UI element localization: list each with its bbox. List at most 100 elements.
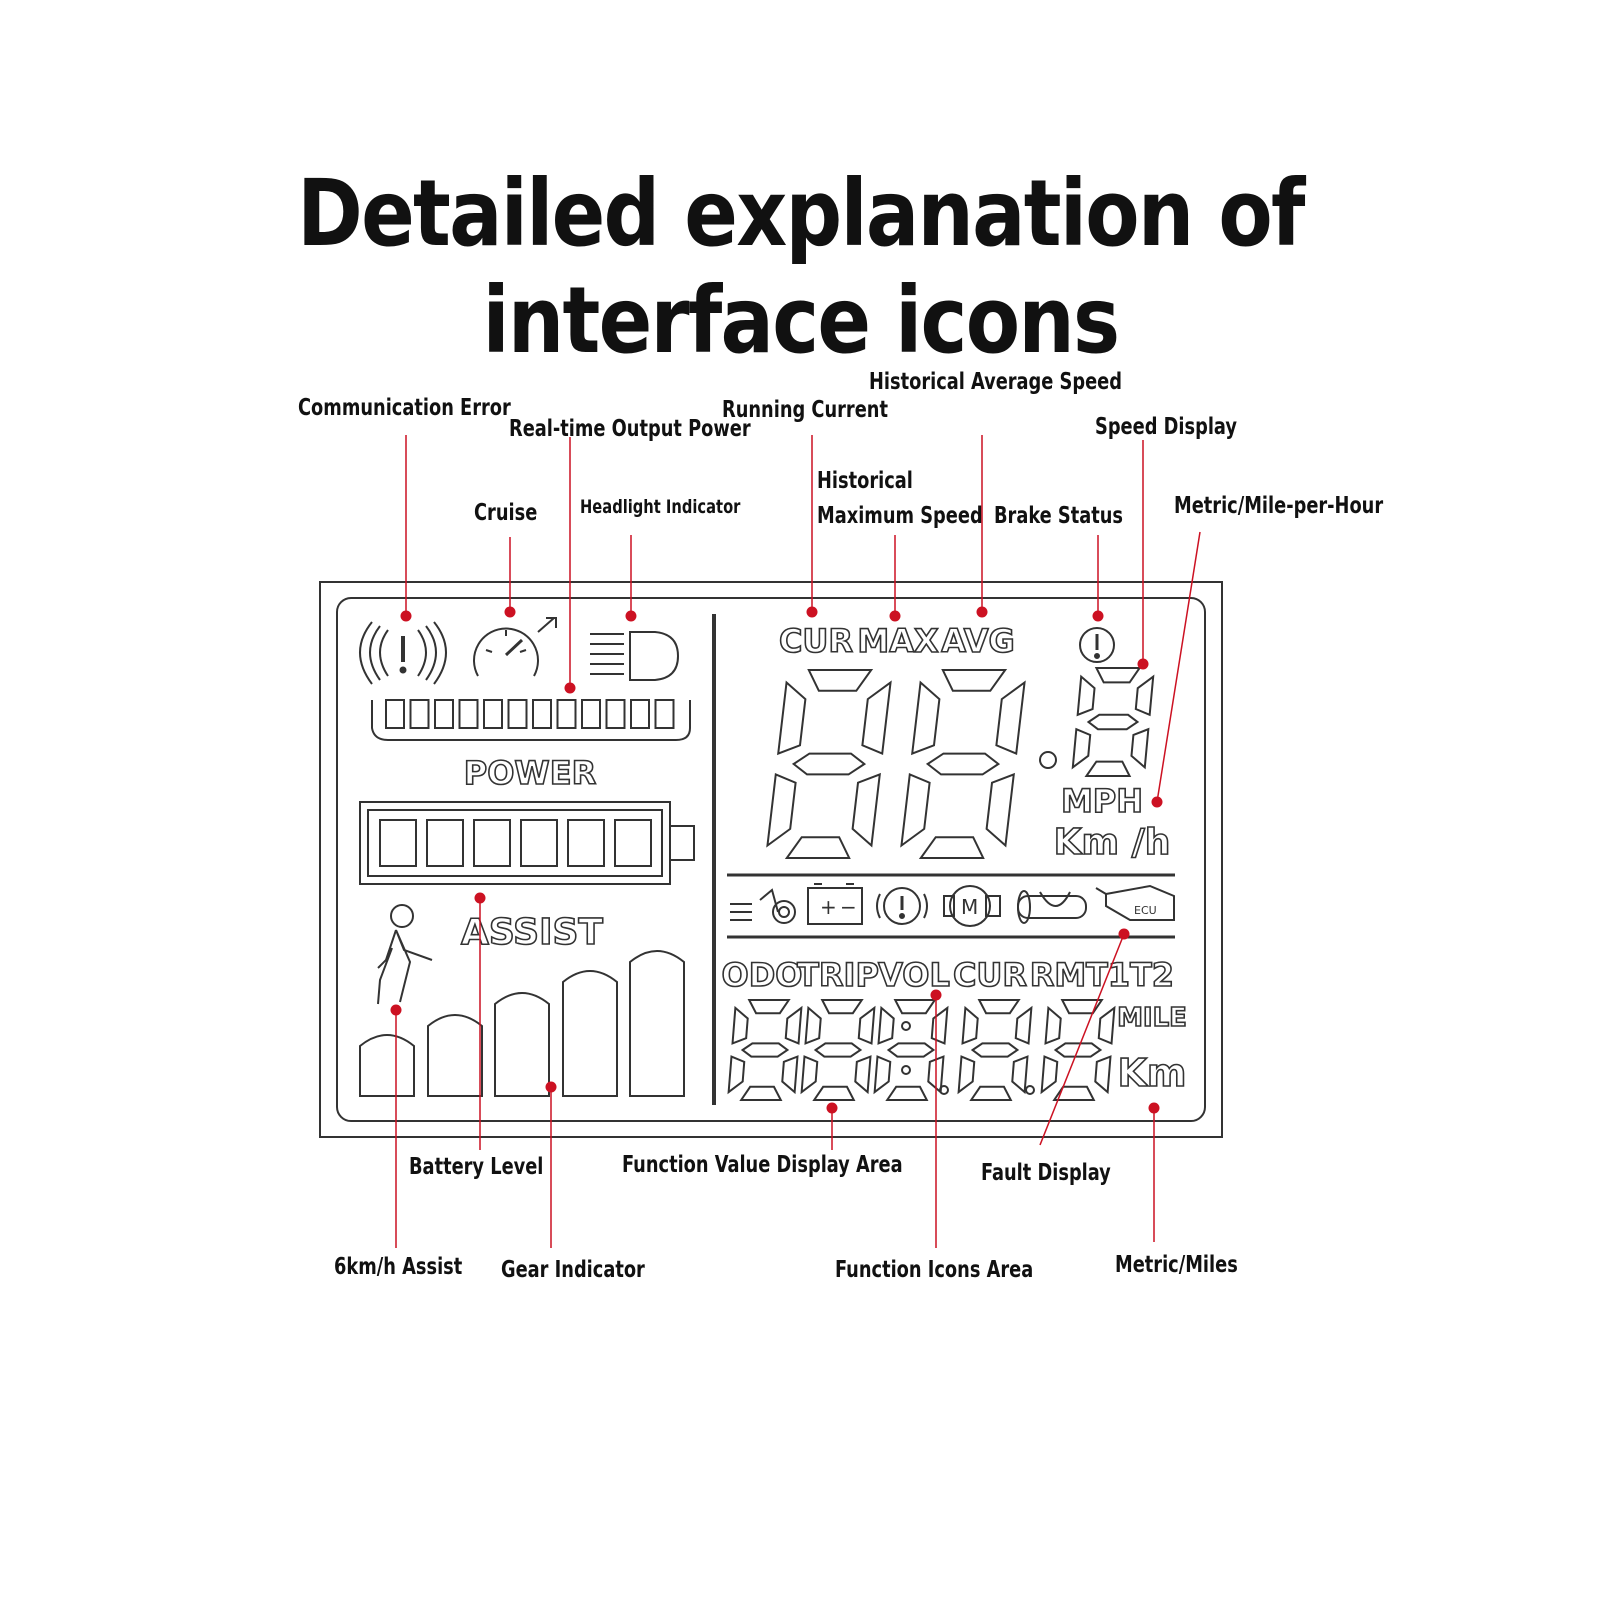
motor-icon: M (943, 885, 1001, 927)
gear-bar (359, 1034, 415, 1097)
mile-label: MILE (1117, 1003, 1187, 1033)
svg-text:+: + (820, 895, 837, 919)
power-cell (581, 699, 601, 729)
power-output-bar (371, 699, 691, 741)
function-label-cur: CUR (953, 956, 1027, 994)
power-cell (654, 699, 675, 729)
power-cell (630, 699, 650, 729)
power-cell (434, 699, 454, 729)
label-battery-level: Battery Level (409, 1154, 544, 1180)
odo-decimal-2 (1025, 1085, 1035, 1095)
callout-dot (889, 610, 901, 622)
motor-fault-icon (876, 887, 928, 925)
assist-label: ASSIST (461, 912, 603, 953)
battery-cell (473, 819, 511, 867)
page-title: Detailed explanation of interface icons (297, 160, 1305, 374)
function-value-digits (727, 999, 1116, 1101)
callout-line (1039, 933, 1125, 1146)
seven-segment-digit (873, 999, 949, 1101)
communication-error-icon (359, 621, 447, 685)
gear-bar (562, 970, 618, 1097)
lcd-cur-label: CUR (779, 622, 853, 660)
callout-dot (1092, 610, 1104, 622)
label-real-time-output-power: Real-time Output Power (509, 416, 751, 442)
label-historical-max-line2: Maximum Speed (817, 503, 983, 529)
svg-text:M: M (961, 895, 978, 919)
seven-segment-digit (1040, 999, 1116, 1101)
power-cell (605, 699, 626, 729)
label-cruise: Cruise (474, 500, 538, 526)
callout-dot (1151, 796, 1163, 808)
callout-dot (625, 610, 637, 622)
throttle-icon (1017, 890, 1087, 924)
label-metric-miles: Metric/Miles (1115, 1252, 1238, 1278)
pedal-assist-icon (730, 888, 796, 924)
gear-bar (494, 992, 550, 1097)
label-function-icons-area: Function Icons Area (835, 1257, 1034, 1283)
headlight-icon (590, 631, 680, 681)
callout-dot (976, 606, 988, 618)
controller-ecu-icon: ECU (1095, 884, 1175, 921)
colon-dot-bottom (901, 1065, 911, 1075)
label-brake-status: Brake Status (994, 503, 1124, 529)
label-speed-display: Speed Display (1095, 414, 1237, 440)
label-historical-max-line1: Historical (817, 468, 913, 494)
battery-cell (614, 819, 652, 867)
speed-display-digits (766, 667, 1155, 859)
callout-dot (504, 606, 516, 618)
battery-cell (567, 819, 605, 867)
gear-bar (629, 950, 685, 1097)
function-labels-row: ODOTRIPVOLCURRMT1T2 (721, 955, 1175, 995)
power-label: POWER (464, 754, 596, 792)
kmh-label: Km /h (1054, 822, 1171, 863)
callout-dot (545, 1081, 557, 1093)
seven-segment-digit (800, 999, 876, 1101)
seven-segment-digit (900, 669, 1026, 859)
power-cell (532, 699, 552, 729)
callout-dot (1137, 658, 1149, 670)
power-cell (385, 699, 405, 729)
callout-dot (474, 892, 486, 904)
label-6kmh-assist: 6km/h Assist (334, 1254, 463, 1280)
function-label-vol: VOL (878, 956, 950, 994)
seven-segment-digit (766, 669, 892, 859)
power-cell (556, 699, 577, 729)
brake-status-icon (1079, 627, 1115, 663)
cruise-icon (473, 617, 557, 677)
function-label-t2: T2 (1130, 956, 1174, 994)
gear-bar (427, 1014, 483, 1097)
battery-cell (520, 819, 558, 867)
walk-assist-icon (377, 904, 433, 1005)
battery-level-icon (359, 801, 695, 885)
seven-segment-digit (727, 999, 803, 1101)
label-metric-mile-per-hour: Metric/Mile-per-Hour (1174, 493, 1384, 519)
callout-dot (390, 1004, 402, 1016)
lcd-max-label: MAX (857, 622, 939, 660)
callout-lines (390, 435, 1201, 1248)
callout-dot (806, 606, 818, 618)
lcd-avg-label: AVG (941, 622, 1015, 660)
colon-dot-top (901, 1021, 911, 1031)
label-gear-indicator: Gear Indicator (501, 1257, 645, 1283)
battery-icon: +− (807, 883, 863, 925)
power-cell (458, 699, 479, 729)
function-label-rm: RM (1030, 956, 1086, 994)
callout-line (1156, 531, 1201, 803)
lcd-outer-frame (319, 581, 1223, 1138)
function-label-trip: TRIP (797, 956, 879, 994)
callout-dot (1148, 1102, 1160, 1114)
mph-label: MPH (1061, 782, 1143, 820)
speed-decimal-point (1039, 751, 1057, 769)
power-cell (409, 699, 430, 729)
battery-cell (379, 819, 417, 867)
gear-indicator-bars (359, 950, 685, 1097)
callout-dot (826, 1102, 838, 1114)
label-headlight-indicator: Headlight Indicator (580, 496, 741, 518)
km-label: Km (1117, 1051, 1186, 1095)
callout-dot (400, 610, 412, 622)
power-cell (507, 699, 528, 729)
seven-segment-digit (1071, 667, 1155, 777)
label-communication-error: Communication Error (298, 395, 511, 421)
label-historical-average-speed: Historical Average Speed (869, 369, 1123, 395)
